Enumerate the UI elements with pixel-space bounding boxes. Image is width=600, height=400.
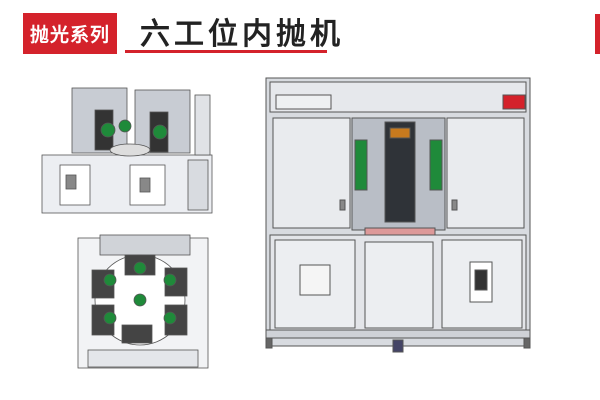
- series-badge: 抛光系列: [23, 13, 117, 54]
- warning-label: [502, 94, 526, 110]
- machine-iso-view: [41, 87, 213, 214]
- machine-front-view: [265, 77, 531, 353]
- title-underline: [125, 50, 327, 53]
- machine-top-view: [77, 234, 209, 369]
- edge-marker: [595, 14, 600, 54]
- page-title: 六工位内抛机: [140, 17, 344, 52]
